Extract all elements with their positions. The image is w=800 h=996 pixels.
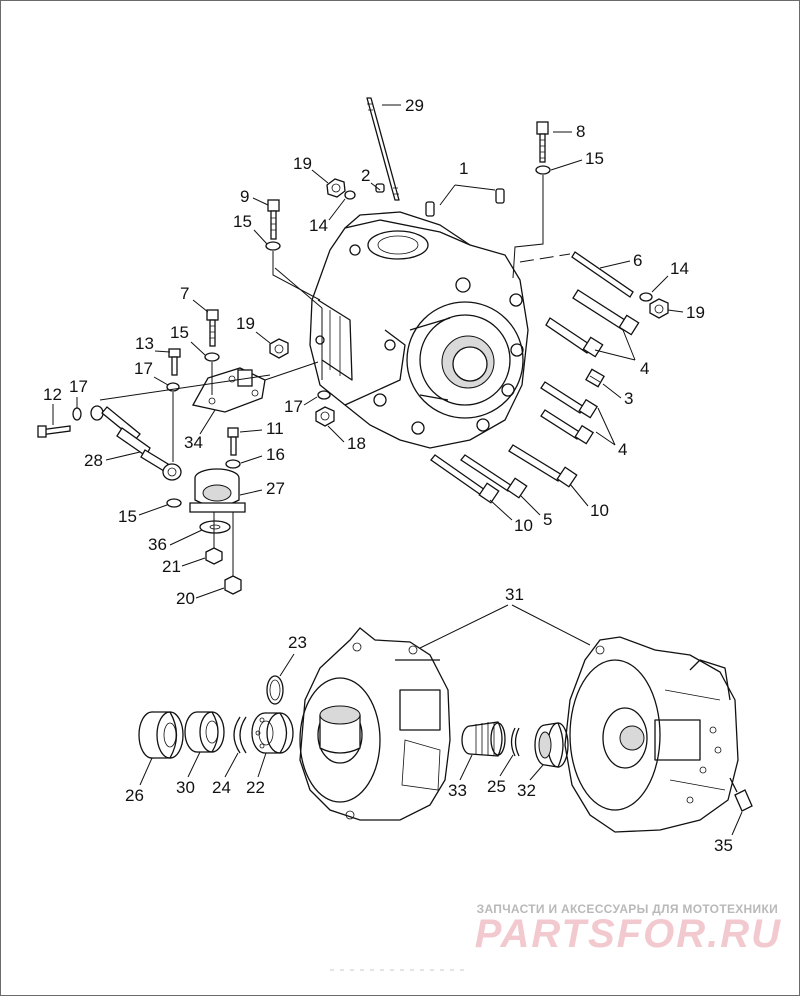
callout-15-rod: 15 — [118, 507, 137, 526]
housing-left-half — [299, 627, 451, 821]
callout-19-left: 19 — [236, 314, 255, 333]
needle-bearing — [461, 721, 506, 757]
watermark-logo: PARTSFOR.RU — [474, 912, 782, 956]
drain-plug — [585, 368, 605, 388]
bolt-washer-left — [265, 199, 321, 301]
callout-15-top-right: 15 — [585, 149, 604, 168]
callout-17-mid: 17 — [284, 397, 303, 416]
mount-isolator — [189, 427, 246, 595]
housing-right-half — [564, 636, 739, 833]
callout-14-top: 14 — [309, 216, 328, 235]
long-stud — [366, 97, 400, 201]
callout-11: 11 — [266, 419, 284, 438]
retaining-ring — [233, 716, 247, 754]
callout-35: 35 — [714, 836, 733, 855]
callout-28: 28 — [84, 451, 103, 470]
callout-9: 9 — [240, 187, 249, 206]
callout-25: 25 — [487, 777, 506, 796]
callout-21: 21 — [162, 557, 181, 576]
o-ring-23 — [266, 675, 284, 705]
dowel-pins — [375, 183, 505, 217]
callout-numbers: 29 1 2 19 14 8 15 9 15 6 14 19 7 15 — [43, 96, 743, 855]
callout-15-bracket: 15 — [170, 323, 189, 342]
ball-bearing — [251, 712, 294, 754]
callout-4-upper: 4 — [640, 359, 649, 378]
callout-13: 13 — [135, 334, 154, 353]
crankcase-housing — [309, 211, 529, 449]
left-fasteners — [269, 267, 335, 427]
callout-2: 2 — [361, 166, 370, 185]
watermark-tagline: ЗАПЧАСТИ И АКСЕССУАРЫ ДЛЯ МОТОТЕХНИКИ — [476, 902, 778, 916]
spacer-sleeve — [184, 711, 225, 753]
callout-7: 7 — [180, 284, 189, 303]
callout-23: 23 — [288, 633, 307, 652]
callout-33: 33 — [448, 781, 467, 800]
callout-3: 3 — [624, 389, 633, 408]
callout-6: 6 — [633, 251, 642, 270]
callout-17-rod: 17 — [134, 359, 153, 378]
callout-27: 27 — [266, 479, 285, 498]
callout-19-right: 19 — [686, 303, 705, 322]
oil-seal — [138, 711, 184, 759]
callout-14-right: 14 — [670, 259, 689, 278]
callout-29: 29 — [405, 96, 424, 115]
callout-18: 18 — [347, 434, 366, 453]
callout-5: 5 — [543, 510, 552, 529]
callout-16: 16 — [266, 445, 285, 464]
callout-1: 1 — [459, 159, 468, 178]
callout-31: 31 — [505, 585, 524, 604]
callout-8: 8 — [576, 122, 585, 141]
callout-4-lower: 4 — [618, 440, 627, 459]
callout-30: 30 — [176, 778, 195, 797]
callout-15-left: 15 — [233, 212, 252, 231]
through-bolts-upper — [519, 251, 640, 358]
mount-rod-assembly — [37, 348, 271, 508]
nut-washer-top-left — [326, 178, 356, 200]
callout-36: 36 — [148, 535, 167, 554]
callout-34: 34 — [184, 433, 203, 452]
callout-19-top: 19 — [293, 154, 312, 173]
callout-12: 12 — [43, 385, 62, 404]
callout-22: 22 — [246, 778, 265, 797]
callout-17-left: 17 — [69, 377, 88, 396]
callout-26: 26 — [125, 786, 144, 805]
mount-bracket — [192, 309, 319, 413]
sleeve — [534, 722, 569, 768]
bolts-lower — [540, 381, 599, 445]
callout-32: 32 — [517, 781, 536, 800]
bolt-washer-top-right — [512, 121, 551, 279]
through-bolts-lower — [430, 444, 578, 504]
vent-fitting — [729, 777, 753, 812]
callout-24: 24 — [212, 778, 231, 797]
callout-10-left: 10 — [514, 516, 533, 535]
callout-10-right: 10 — [590, 501, 609, 520]
nut-washer-right — [639, 292, 669, 319]
callout-20: 20 — [176, 589, 195, 608]
snap-ring — [510, 727, 520, 757]
